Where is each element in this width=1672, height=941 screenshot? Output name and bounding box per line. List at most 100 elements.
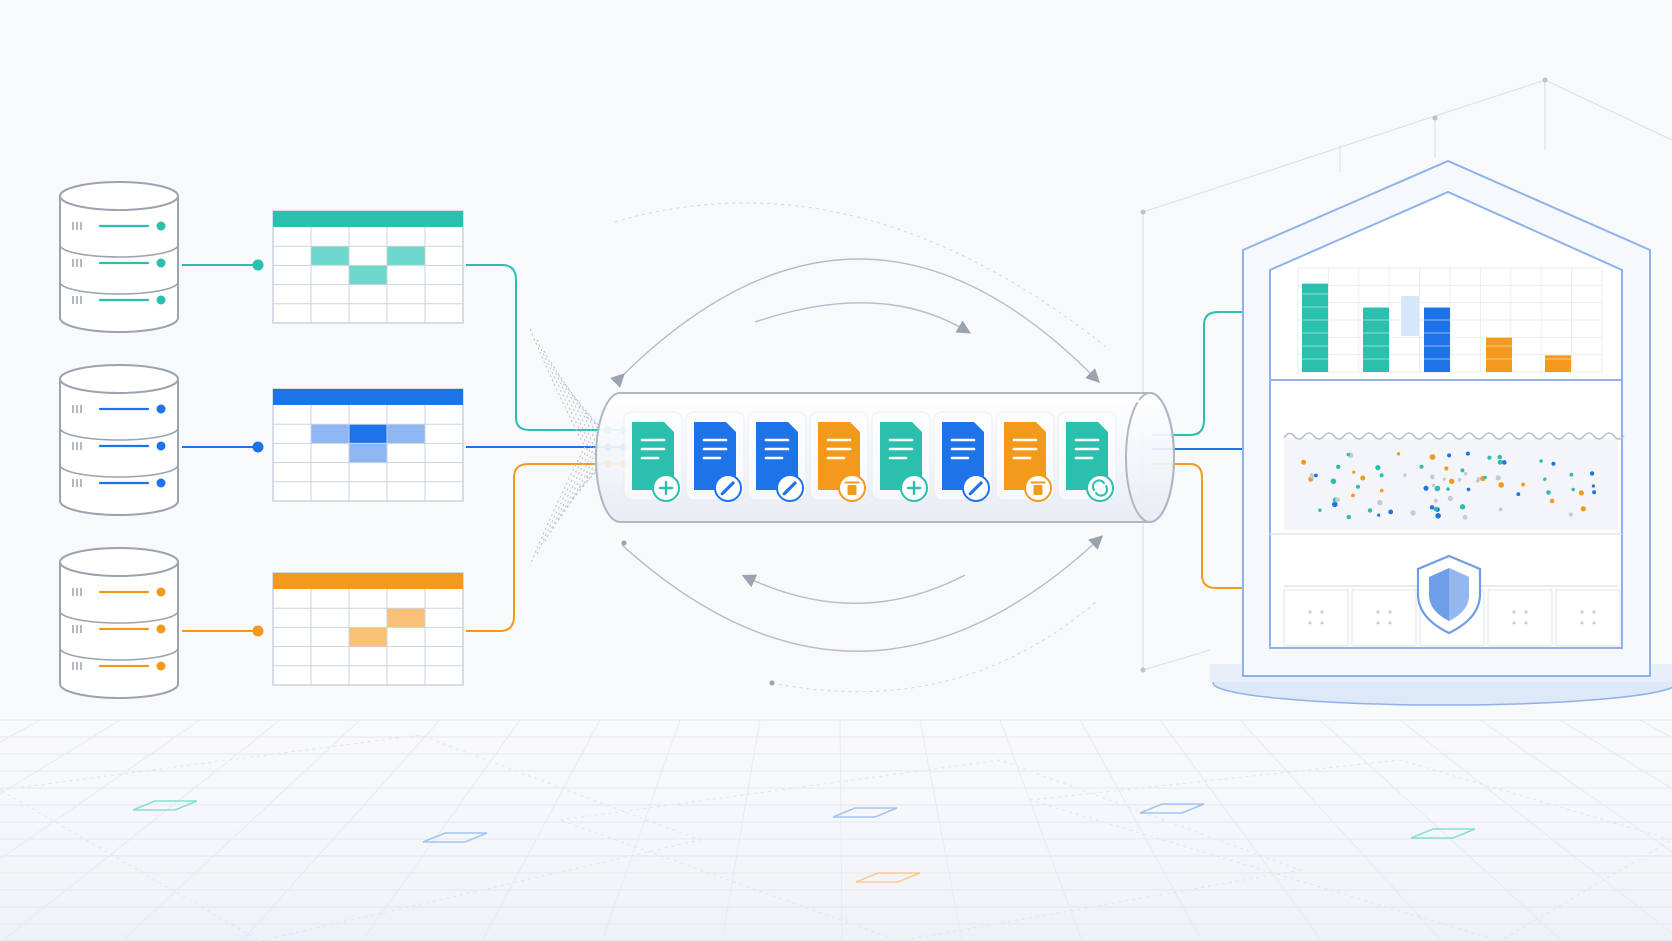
data-point [1449, 478, 1455, 484]
source-table [272, 388, 464, 502]
cycle-arrow-inner-bottom [741, 574, 966, 604]
pencil-icon-stroke [969, 481, 983, 495]
data-point [1314, 473, 1318, 478]
data-point [1498, 482, 1504, 488]
wire-line [1544, 79, 1672, 141]
table-to-pipeline-line [466, 264, 625, 431]
database-led [156, 587, 166, 597]
data-point [1377, 513, 1381, 517]
database-slot [80, 405, 82, 413]
data-point [1388, 509, 1394, 515]
floor-line [1079, 719, 1203, 941]
data-point [1502, 460, 1507, 465]
database-slot [76, 479, 78, 487]
data-point [1444, 466, 1449, 471]
data-point [1379, 473, 1384, 478]
cycle-dash-top [614, 202, 1111, 351]
cycle-dash-bottom [771, 599, 1099, 693]
floor-line [0, 719, 121, 795]
pencil-icon-tip [720, 492, 724, 496]
source-databases [59, 181, 179, 699]
floor-line [481, 719, 601, 941]
data-warehouse [1210, 159, 1672, 706]
wire-node [1140, 667, 1146, 673]
database-slot [72, 479, 74, 487]
database-ring [59, 464, 179, 478]
storage-rivet [1512, 621, 1516, 625]
storage-bay [1555, 589, 1621, 647]
chart-bar [1302, 283, 1328, 372]
data-point [1367, 508, 1373, 513]
floor-tile [132, 800, 198, 811]
storage-rivet [1320, 621, 1324, 625]
storage-rivet [1512, 610, 1516, 614]
database-slot [72, 296, 74, 304]
floor-line [241, 719, 441, 941]
data-point [1335, 497, 1340, 503]
data-point [1497, 459, 1503, 465]
data-lake-wave [1283, 432, 1625, 440]
database-led [156, 221, 166, 231]
floor-tile [1139, 803, 1205, 814]
data-point [1551, 461, 1556, 466]
data-point [1433, 498, 1438, 503]
funnel-ring [536, 339, 589, 555]
data-point [1434, 485, 1441, 492]
data-point [1379, 488, 1384, 493]
storage-rivet [1376, 621, 1380, 625]
data-point [1346, 514, 1352, 520]
cycle-node [769, 680, 775, 686]
data-point [1459, 504, 1466, 510]
connector-dot [252, 441, 264, 453]
data-point [1442, 477, 1446, 481]
table-cell-highlight [349, 627, 387, 647]
floor-line [361, 719, 521, 941]
data-point [1591, 484, 1595, 488]
data-point [1498, 507, 1503, 512]
table-header [273, 211, 463, 227]
database-slot [80, 625, 82, 633]
data-point [1346, 452, 1351, 457]
data-point [1419, 464, 1424, 469]
table-to-pipeline-line [466, 463, 625, 632]
database-slot [76, 442, 78, 450]
floor-panel [0, 734, 702, 941]
database-slot [76, 405, 78, 413]
database-ring [59, 244, 179, 258]
data-point [1429, 505, 1435, 510]
data-point [1516, 492, 1521, 497]
table-cell-highlight [311, 424, 349, 444]
pencil-icon-tip [968, 492, 972, 496]
floor-line [839, 719, 843, 941]
data-point [1435, 513, 1441, 519]
funnel-ring [550, 361, 595, 533]
database-slot [80, 296, 82, 304]
floor-line [1399, 719, 1672, 934]
sync-icon-arc [1091, 479, 1105, 491]
database-slot [80, 442, 82, 450]
data-point [1423, 485, 1429, 491]
database-led [156, 661, 166, 671]
database-ring [59, 427, 179, 441]
floor-line [1159, 719, 1323, 941]
data-point [1543, 477, 1547, 481]
storage-rivet [1388, 610, 1392, 614]
connector-dot [252, 259, 264, 271]
funnel-ring [564, 383, 601, 511]
floor-grid [0, 690, 1672, 941]
table-cell-highlight [349, 443, 387, 463]
cycle-arrow-top [610, 258, 1100, 388]
data-point [1309, 473, 1314, 478]
cycle-arrow-bottom [621, 535, 1104, 652]
data-point [1465, 451, 1470, 456]
data-point [1336, 464, 1341, 469]
floor-tile [855, 872, 921, 883]
change-event-card [809, 411, 869, 502]
chart-ghost-bar [1401, 296, 1419, 336]
data-point [1403, 473, 1407, 477]
database-slot [80, 259, 82, 267]
pipeline-end-cap [1125, 392, 1175, 523]
database-slot [80, 662, 82, 670]
data-point [1462, 514, 1468, 520]
database-led [156, 258, 166, 268]
